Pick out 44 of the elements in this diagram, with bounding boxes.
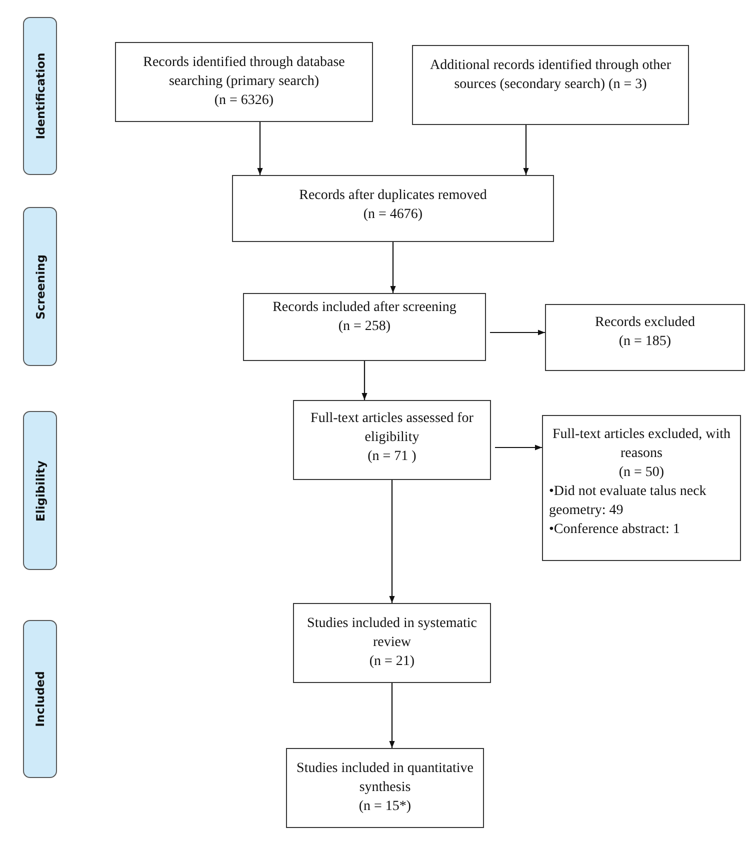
arrow <box>523 125 529 175</box>
process-box <box>412 45 689 125</box>
arrow <box>389 480 395 603</box>
process-box <box>293 400 491 480</box>
box-text: (n = 4676) <box>363 206 423 224</box>
box-title: Studies included in quantitative synthesis <box>296 760 474 797</box>
box-title: Full-text articles assessed for eligibility <box>310 410 474 447</box>
box-text: (n = 6326) <box>214 92 274 110</box>
box-title: Additional records identified through other sources (secondary search) (n = 3) <box>428 57 672 94</box>
box-text: (n = 71 ) <box>368 448 416 466</box>
arrow <box>390 242 396 293</box>
stage-label: Identification <box>33 52 47 140</box>
box-text: •Did not evaluate talus neck geometry: 49 <box>549 483 708 520</box>
stage-band <box>23 17 57 175</box>
box-title: Records after duplicates removed <box>299 187 487 205</box>
process-box <box>542 415 741 561</box>
box-title: Records excluded <box>595 314 695 332</box>
box-text: (n = 21) <box>369 653 415 671</box>
arrow <box>389 683 395 748</box>
box-title: Studies included in systematic review <box>306 615 478 652</box>
box-text: (n = 50) <box>618 464 664 482</box>
arrow <box>257 122 263 175</box>
box-title: Full-text articles excluded, with reasons <box>551 426 732 463</box>
process-box <box>286 748 484 828</box>
process-box <box>545 304 745 371</box>
process-box <box>115 42 373 122</box>
arrow <box>362 361 368 400</box>
box-title: Records included after screening <box>272 299 456 317</box>
arrow <box>495 444 542 450</box>
stage-label: Eligibility <box>33 460 47 521</box>
process-box <box>232 175 554 242</box>
process-box <box>243 293 486 361</box>
box-title: Records identified through database searching (primary search) <box>142 54 346 91</box>
arrow <box>490 330 545 336</box>
stage-band <box>23 207 57 366</box>
stage-band <box>23 411 57 570</box>
stage-label: Screening <box>33 254 47 319</box>
box-text: (n = 15*) <box>358 798 412 816</box>
box-text: •Conference abstract: 1 <box>549 521 681 539</box>
stage-band <box>23 620 57 778</box>
box-text: (n = 258) <box>338 318 391 336</box>
stage-label: Included <box>33 671 47 727</box>
box-text: (n = 185) <box>618 333 672 351</box>
process-box <box>293 603 491 683</box>
